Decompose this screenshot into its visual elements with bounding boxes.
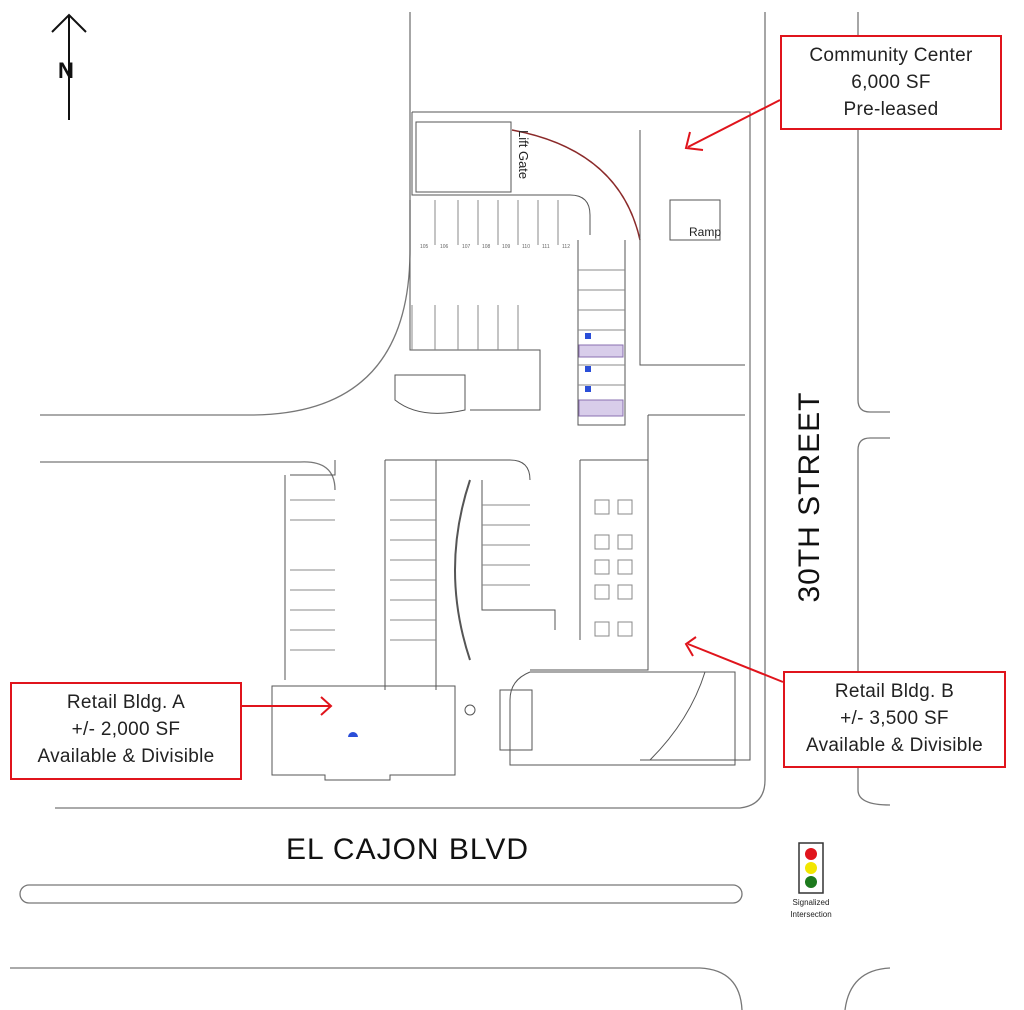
svg-text:108: 108 bbox=[482, 244, 491, 250]
callout-title: Retail Bldg. B bbox=[834, 681, 955, 702]
parking-number-labels: 105 106 107 108 109 110 111 112 bbox=[420, 244, 570, 250]
svg-text:112: 112 bbox=[562, 244, 570, 250]
svg-text:107: 107 bbox=[462, 244, 471, 250]
ramp-label: Ramp bbox=[689, 225, 721, 239]
svg-text:106: 106 bbox=[440, 244, 449, 250]
north-arrow-icon bbox=[51, 13, 87, 120]
callout-size: 6,000 SF bbox=[851, 72, 931, 93]
north-letter: N bbox=[58, 58, 74, 83]
signal-label-line1: Signalized bbox=[793, 898, 830, 907]
street-curbs bbox=[10, 12, 891, 1010]
traffic-signal-icon bbox=[798, 842, 824, 894]
callout-status: Pre-leased bbox=[843, 99, 939, 120]
building-outlines bbox=[271, 111, 751, 781]
30th-street-label: 30TH STREET bbox=[793, 391, 826, 603]
callout-status: Available & Divisible bbox=[37, 746, 215, 767]
callout-retail-b: Retail Bldg. B +/- 3,500 SF Available & … bbox=[783, 671, 1006, 768]
el-cajon-blvd-label: EL CAJON BLVD bbox=[286, 833, 530, 866]
callout-size: +/- 3,500 SF bbox=[840, 708, 949, 729]
callout-community-center: Community Center 6,000 SF Pre-leased bbox=[780, 35, 1002, 130]
parking-stalls bbox=[290, 200, 625, 651]
svg-text:111: 111 bbox=[542, 244, 550, 250]
callout-title: Community Center bbox=[809, 45, 973, 66]
svg-text:105: 105 bbox=[420, 244, 429, 250]
callout-arrows bbox=[240, 99, 784, 716]
callout-status: Available & Divisible bbox=[805, 735, 984, 756]
callout-size: +/- 2,000 SF bbox=[71, 719, 181, 740]
callout-title: Retail Bldg. A bbox=[66, 692, 186, 713]
svg-text:110: 110 bbox=[522, 244, 530, 250]
callout-retail-a: Retail Bldg. A +/- 2,000 SF Available & … bbox=[10, 682, 242, 780]
tables bbox=[594, 499, 633, 637]
lift-gate-label: Lift Gate bbox=[516, 130, 531, 179]
accessible-stalls bbox=[348, 333, 624, 737]
signal-label-line2: Intersection bbox=[790, 910, 831, 919]
svg-text:109: 109 bbox=[502, 244, 511, 250]
